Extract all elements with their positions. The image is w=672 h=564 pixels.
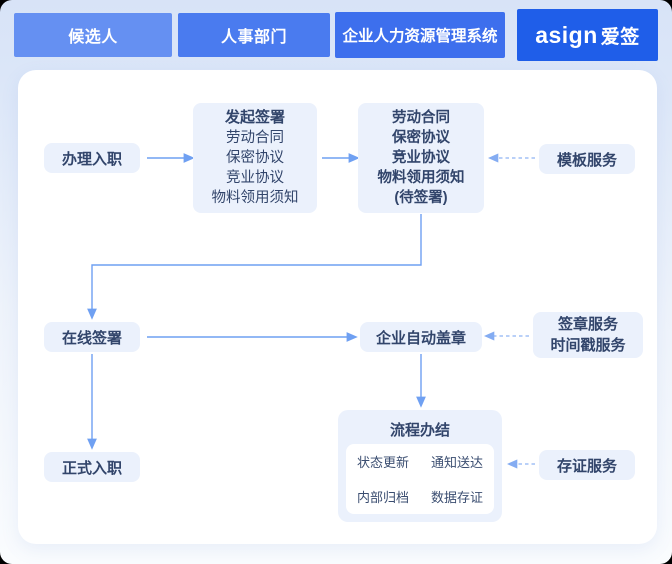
auto-stamp-label: 企业自动盖章: [375, 329, 466, 347]
node-formal-onboarding: 正式入职: [44, 452, 140, 482]
node-process-complete: 流程办结 状态更新 通知送达 内部归档 数据存证: [338, 410, 502, 522]
initiate-item: 保密协议: [226, 150, 284, 166]
online-sign-label: 在线签署: [61, 329, 122, 347]
formal-onboarding-label: 正式入职: [61, 459, 122, 477]
initiate-item: 物料领用须知: [211, 190, 299, 206]
node-auto-stamp: 企业自动盖章: [360, 322, 482, 352]
node-template-service: 模板服务: [539, 144, 635, 174]
lane-candidate: 候选人: [14, 13, 172, 57]
lane-hrms: 企业人力资源管理系统: [335, 12, 505, 58]
done-item-internal-archive: 内部归档: [356, 490, 409, 505]
node-onboarding-label: 办理入职: [61, 150, 122, 168]
node-online-sign: 在线签署: [44, 322, 140, 352]
lane-hr-department-label: 人事部门: [220, 29, 287, 46]
done-item-notice-delivery: 通知送达: [431, 455, 484, 470]
seal-service-line: 签章服务: [557, 316, 618, 333]
asign-logo-cn: 爱签: [600, 26, 640, 48]
lane-candidate-label: 候选人: [68, 29, 118, 46]
docs-status: (待签署): [394, 190, 448, 206]
node-onboarding: 办理入职: [44, 143, 140, 173]
initiate-title: 发起签署: [224, 109, 285, 126]
node-seal-timestamp-service: 签章服务 时间戳服务: [533, 312, 643, 358]
lane-hr-department: 人事部门: [178, 13, 330, 57]
done-item-data-evidence: 数据存证: [431, 490, 484, 505]
docs-item: 劳动合同: [392, 110, 450, 126]
process-complete-title: 流程办结: [389, 422, 450, 439]
docs-item: 竞业协议: [392, 150, 450, 166]
docs-item: 保密协议: [392, 130, 450, 146]
lane-asign: asign 爱签: [517, 9, 658, 61]
docs-item: 物料领用须知: [377, 170, 465, 186]
template-service-label: 模板服务: [556, 151, 617, 169]
done-item-status-update: 状态更新: [356, 455, 409, 470]
initiate-item: 劳动合同: [226, 130, 284, 146]
process-complete-items: 状态更新 通知送达 内部归档 数据存证: [346, 444, 494, 514]
node-evidence-service: 存证服务: [539, 450, 635, 480]
node-docs-pending: 劳动合同 保密协议 竞业协议 物料领用须知 (待签署): [358, 103, 484, 213]
asign-logo: asign: [535, 21, 598, 48]
evidence-service-label: 存证服务: [556, 457, 617, 475]
timestamp-service-line: 时间戳服务: [550, 337, 626, 354]
lane-hrms-label: 企业人力资源管理系统: [342, 28, 498, 45]
initiate-item: 竞业协议: [226, 170, 284, 186]
node-initiate-sign: 发起签署 劳动合同 保密协议 竞业协议 物料领用须知: [193, 103, 317, 213]
